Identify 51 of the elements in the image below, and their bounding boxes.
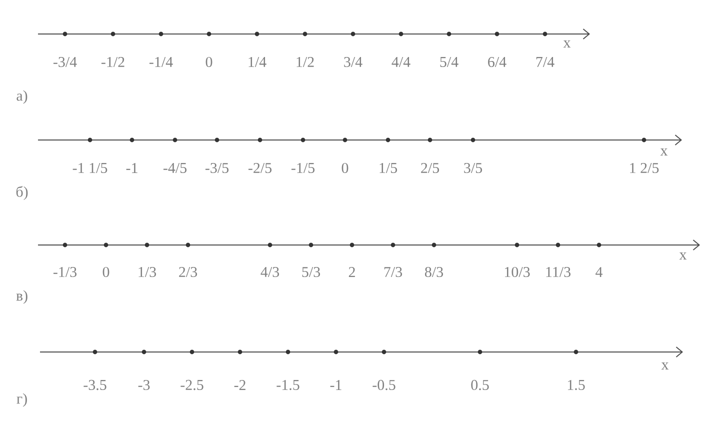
tick-label: -1/5 <box>291 162 314 174</box>
tick-label: -1 <box>330 380 342 390</box>
tick-label: -1/2 <box>101 56 124 68</box>
tick-label: 1 2/5 <box>630 162 659 174</box>
tick-label: 5/4 <box>440 57 458 68</box>
tick-label: 3/5 <box>464 162 482 174</box>
tick-label: -1/4 <box>149 56 173 68</box>
tick-label: -3 <box>138 380 150 390</box>
tick-label: -3/5 <box>205 162 228 174</box>
tick-label: 0 <box>102 266 110 278</box>
tick-label: 0.5 <box>471 380 489 390</box>
tick-label: 6/4 <box>488 56 506 68</box>
tick-label: 2/5 <box>421 162 439 174</box>
tick-label: 2/3 <box>179 266 197 278</box>
tick-label: 0 <box>206 56 212 68</box>
tick-label: 7/3 <box>384 266 402 278</box>
tick-label: 1/4 <box>248 56 266 68</box>
tick-label: 10/3 <box>505 266 530 278</box>
tick-label: -2/5 <box>248 162 272 174</box>
tick-label: -0.5 <box>372 380 396 390</box>
item-letter: б) <box>16 186 28 200</box>
tick-label: 4 <box>596 267 603 277</box>
tick-label: 1/5 <box>380 162 397 174</box>
tick-label: 2 <box>348 267 355 277</box>
tick-label: 1/3 <box>138 266 156 278</box>
tick-label: -3/4 <box>53 56 77 68</box>
axis-label: x <box>563 40 571 48</box>
tick-label: 1.5 <box>568 380 585 390</box>
tick-label: 5/3 <box>302 266 320 278</box>
item-letter: а) <box>16 90 28 104</box>
tick-label: 3/4 <box>344 56 362 68</box>
tick-label: -1/3 <box>53 266 76 278</box>
axis-label: x <box>679 252 687 260</box>
tick-label: 4/3 <box>260 266 279 278</box>
item-letter: г) <box>16 393 27 407</box>
tick-label: 0 <box>342 162 348 174</box>
tick-label: 7/4 <box>536 57 554 68</box>
tick-label: -1.5 <box>276 380 300 390</box>
tick-label: -1 1/5 <box>72 162 108 174</box>
tick-label: -4/5 <box>163 163 186 174</box>
tick-label: -2 <box>234 380 246 390</box>
axis-label: x <box>660 148 668 156</box>
tick-label: -1 <box>126 163 138 173</box>
tick-label: 1/2 <box>296 56 314 68</box>
tick-label: 4/4 <box>392 57 410 68</box>
item-letter: в) <box>16 290 28 304</box>
tick-label: -3.5 <box>84 380 106 390</box>
tick-label: 11/3 <box>546 266 570 278</box>
axis-label: x <box>661 362 669 370</box>
tick-label: -2.5 <box>180 380 204 390</box>
tick-label: 8/3 <box>424 266 443 278</box>
